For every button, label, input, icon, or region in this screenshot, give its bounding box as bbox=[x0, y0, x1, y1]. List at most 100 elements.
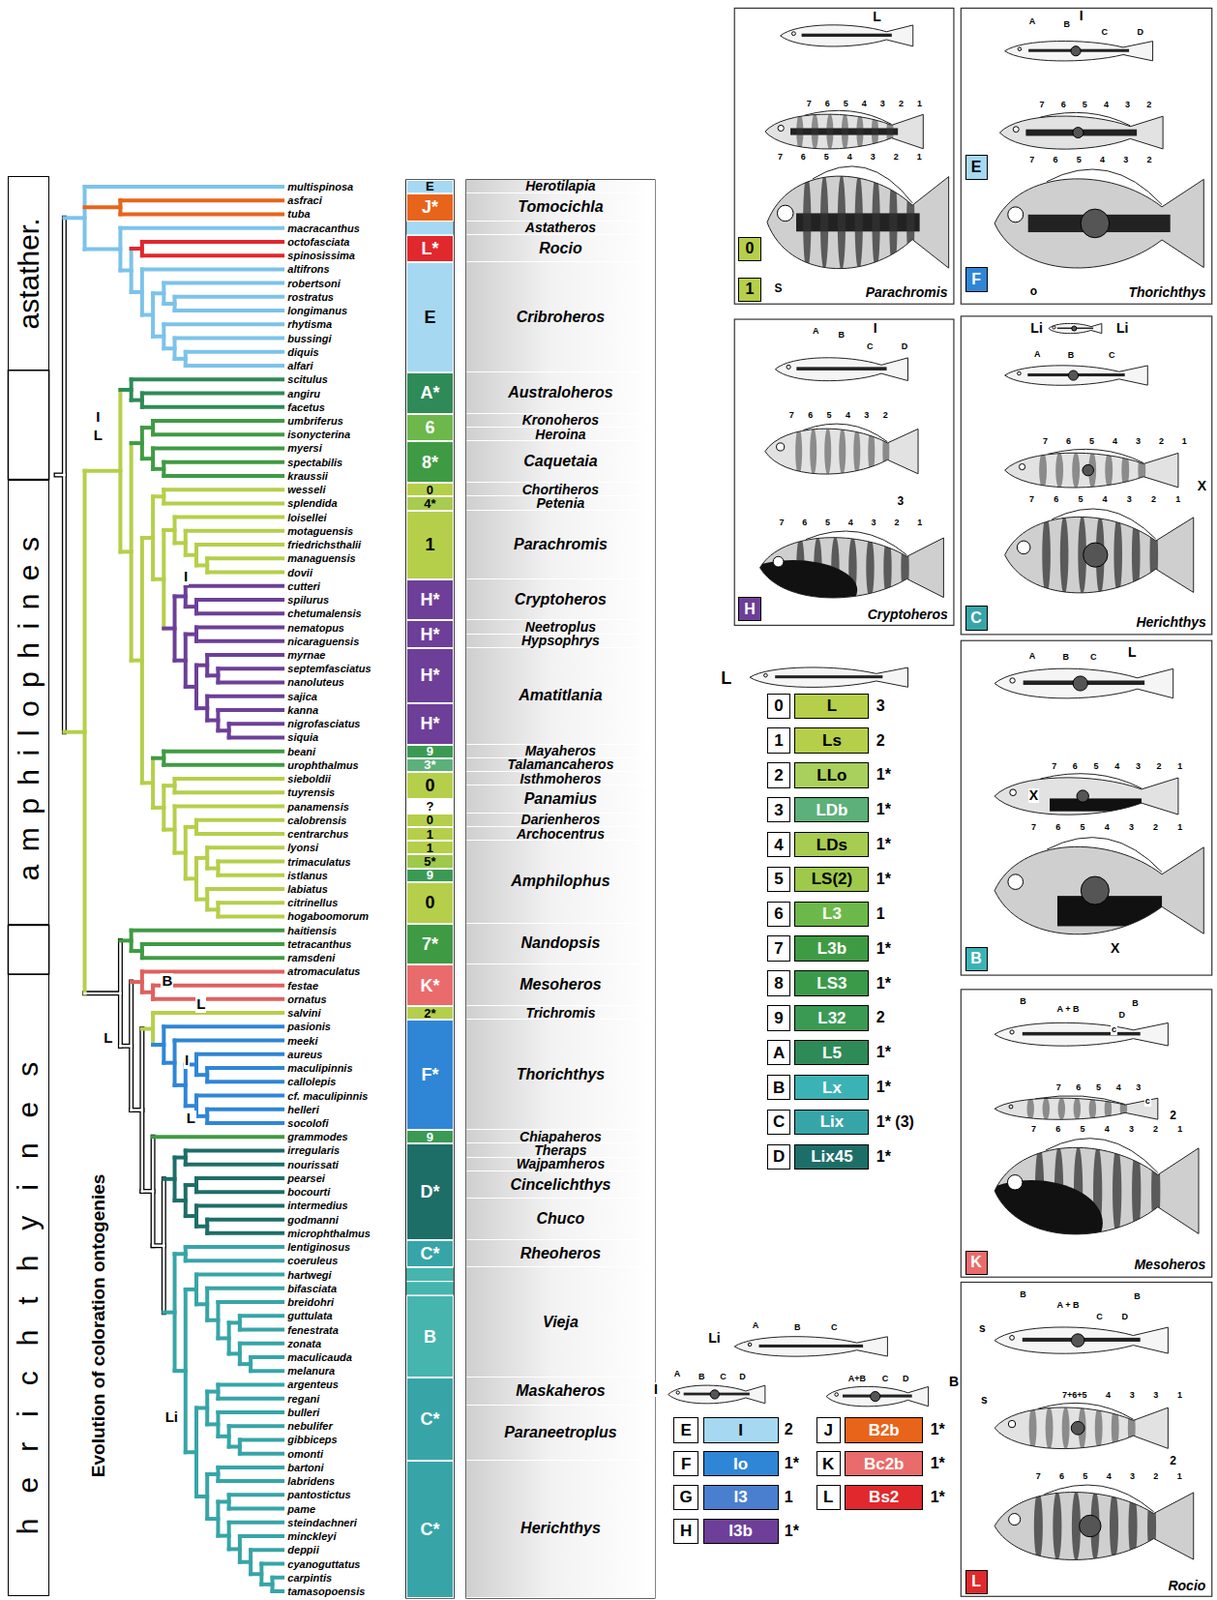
callout-letter: C bbox=[1089, 653, 1099, 663]
tree-branch bbox=[229, 1492, 283, 1497]
species-name: pantostictus bbox=[286, 1488, 352, 1501]
node-text: Darienheros bbox=[521, 812, 601, 827]
tree-branch bbox=[183, 1185, 188, 1217]
fish-drawing bbox=[994, 837, 1204, 935]
fish-drawing bbox=[767, 176, 950, 269]
legend-swatch: L5 bbox=[794, 1039, 869, 1066]
fish-drawing bbox=[1025, 127, 1137, 139]
fish-drawing bbox=[842, 1392, 913, 1402]
fish-drawing bbox=[1034, 1490, 1157, 1562]
tree-branch bbox=[129, 981, 132, 1110]
fish-drawing bbox=[994, 668, 1174, 699]
legend-swatch: L32 bbox=[794, 1005, 869, 1031]
fish-drawing bbox=[795, 427, 890, 475]
tree-branch bbox=[142, 267, 283, 271]
tree-branch bbox=[129, 443, 134, 661]
species-name: sajica bbox=[286, 690, 319, 703]
fish-drawing bbox=[1009, 1030, 1014, 1035]
species-name: panamensis bbox=[286, 801, 351, 813]
node-text: Vieja bbox=[542, 1314, 579, 1331]
count-value: 3 bbox=[875, 697, 887, 715]
callout-letter: D bbox=[1117, 1010, 1127, 1021]
pattern-code-box: C* bbox=[406, 1460, 455, 1599]
tree-branch bbox=[163, 1024, 283, 1029]
tree-branch bbox=[217, 1410, 283, 1415]
fish-illustrations bbox=[668, 25, 1205, 1562]
node-text: Cribroheros bbox=[516, 309, 606, 326]
node-text: 9 bbox=[426, 1130, 434, 1144]
bar-numbers: 7 6 5 4 3 2 1 bbox=[1030, 1125, 1184, 1135]
tree-branch bbox=[217, 1479, 283, 1484]
pattern-code-box: 5* bbox=[406, 854, 455, 868]
node-text: E bbox=[971, 159, 982, 176]
code-cell bbox=[406, 1281, 455, 1296]
count-value: 1* bbox=[929, 1488, 947, 1507]
fish-drawing bbox=[994, 777, 1179, 815]
fish-drawing bbox=[1005, 448, 1179, 488]
tree-branch bbox=[215, 1467, 220, 1482]
tree-branch bbox=[142, 942, 283, 947]
fish-drawing bbox=[1027, 370, 1125, 381]
legend-text: Io bbox=[733, 1455, 748, 1473]
callout-letter: C bbox=[881, 1374, 891, 1385]
species-name: centrarchus bbox=[286, 828, 350, 840]
code-column-frame bbox=[406, 179, 455, 1599]
fish-drawing bbox=[994, 178, 1204, 268]
pattern-code-box: 0 bbox=[406, 813, 455, 828]
bar-numbers: 7 6 5 4 3 2 bbox=[1028, 155, 1153, 166]
species-name: tuba bbox=[286, 207, 311, 220]
clade-box: astather. bbox=[7, 176, 49, 370]
tree-branch bbox=[215, 1302, 220, 1338]
fish-drawing bbox=[994, 1407, 1168, 1450]
tree-branch bbox=[194, 1407, 199, 1497]
fish-drawing bbox=[749, 667, 908, 687]
node-text: 9 bbox=[426, 868, 434, 882]
fish-drawing bbox=[1005, 365, 1149, 386]
fish-drawing bbox=[780, 25, 914, 47]
pattern-code-box: 3* bbox=[406, 758, 455, 772]
tree-branch bbox=[196, 1052, 283, 1057]
callout-letter: B bbox=[697, 1372, 707, 1383]
species-name: robertsoni bbox=[286, 277, 341, 290]
species-name: managuensis bbox=[286, 552, 357, 564]
species-name: siquia bbox=[286, 731, 320, 743]
fish-drawing bbox=[749, 667, 908, 687]
fish-drawing bbox=[824, 427, 832, 475]
tree-branch bbox=[85, 184, 284, 189]
tree-branch bbox=[183, 1064, 188, 1106]
species-name: nanoluteus bbox=[286, 676, 346, 688]
node-text: B bbox=[772, 1079, 785, 1097]
node-text: E bbox=[423, 308, 436, 327]
tree-branch bbox=[207, 1107, 283, 1112]
tree-branch bbox=[185, 1162, 283, 1167]
tree-branch bbox=[229, 1507, 283, 1512]
species-name: maculipinnis bbox=[286, 1062, 354, 1074]
callout-letter: B bbox=[1018, 1290, 1028, 1301]
genus-caption: Parachromis bbox=[864, 285, 950, 300]
tree-branch bbox=[142, 391, 283, 396]
tree-branch bbox=[239, 1328, 283, 1333]
tree-branch bbox=[150, 420, 155, 435]
pattern-code-box: H* bbox=[406, 620, 455, 648]
tree-branch bbox=[152, 1134, 283, 1139]
tree-branch bbox=[151, 1136, 154, 1247]
tree-branch bbox=[229, 1520, 283, 1525]
fish-drawing bbox=[1058, 1098, 1066, 1121]
pattern-code-box: C* bbox=[406, 1377, 455, 1460]
panel-letter-box: E bbox=[965, 154, 988, 179]
callout-letter: S bbox=[773, 282, 784, 296]
genus-caption: Rocio bbox=[1166, 1578, 1207, 1594]
callout-letter: A bbox=[673, 1369, 683, 1380]
fish-drawing bbox=[1055, 452, 1064, 489]
callout-letter: B bbox=[1062, 20, 1071, 30]
species-name: nourissati bbox=[286, 1158, 340, 1171]
node-text: 7 bbox=[773, 940, 783, 957]
tree-branch bbox=[237, 1439, 242, 1454]
legend-text: LLo bbox=[816, 767, 847, 784]
callout-letter: I bbox=[872, 321, 879, 336]
tree-branch bbox=[217, 708, 283, 713]
pattern-code-box: 9 bbox=[406, 744, 455, 759]
species-name: asfraci bbox=[286, 194, 323, 207]
node-text: Petenia bbox=[536, 496, 586, 510]
species-name: angiru bbox=[286, 387, 322, 400]
